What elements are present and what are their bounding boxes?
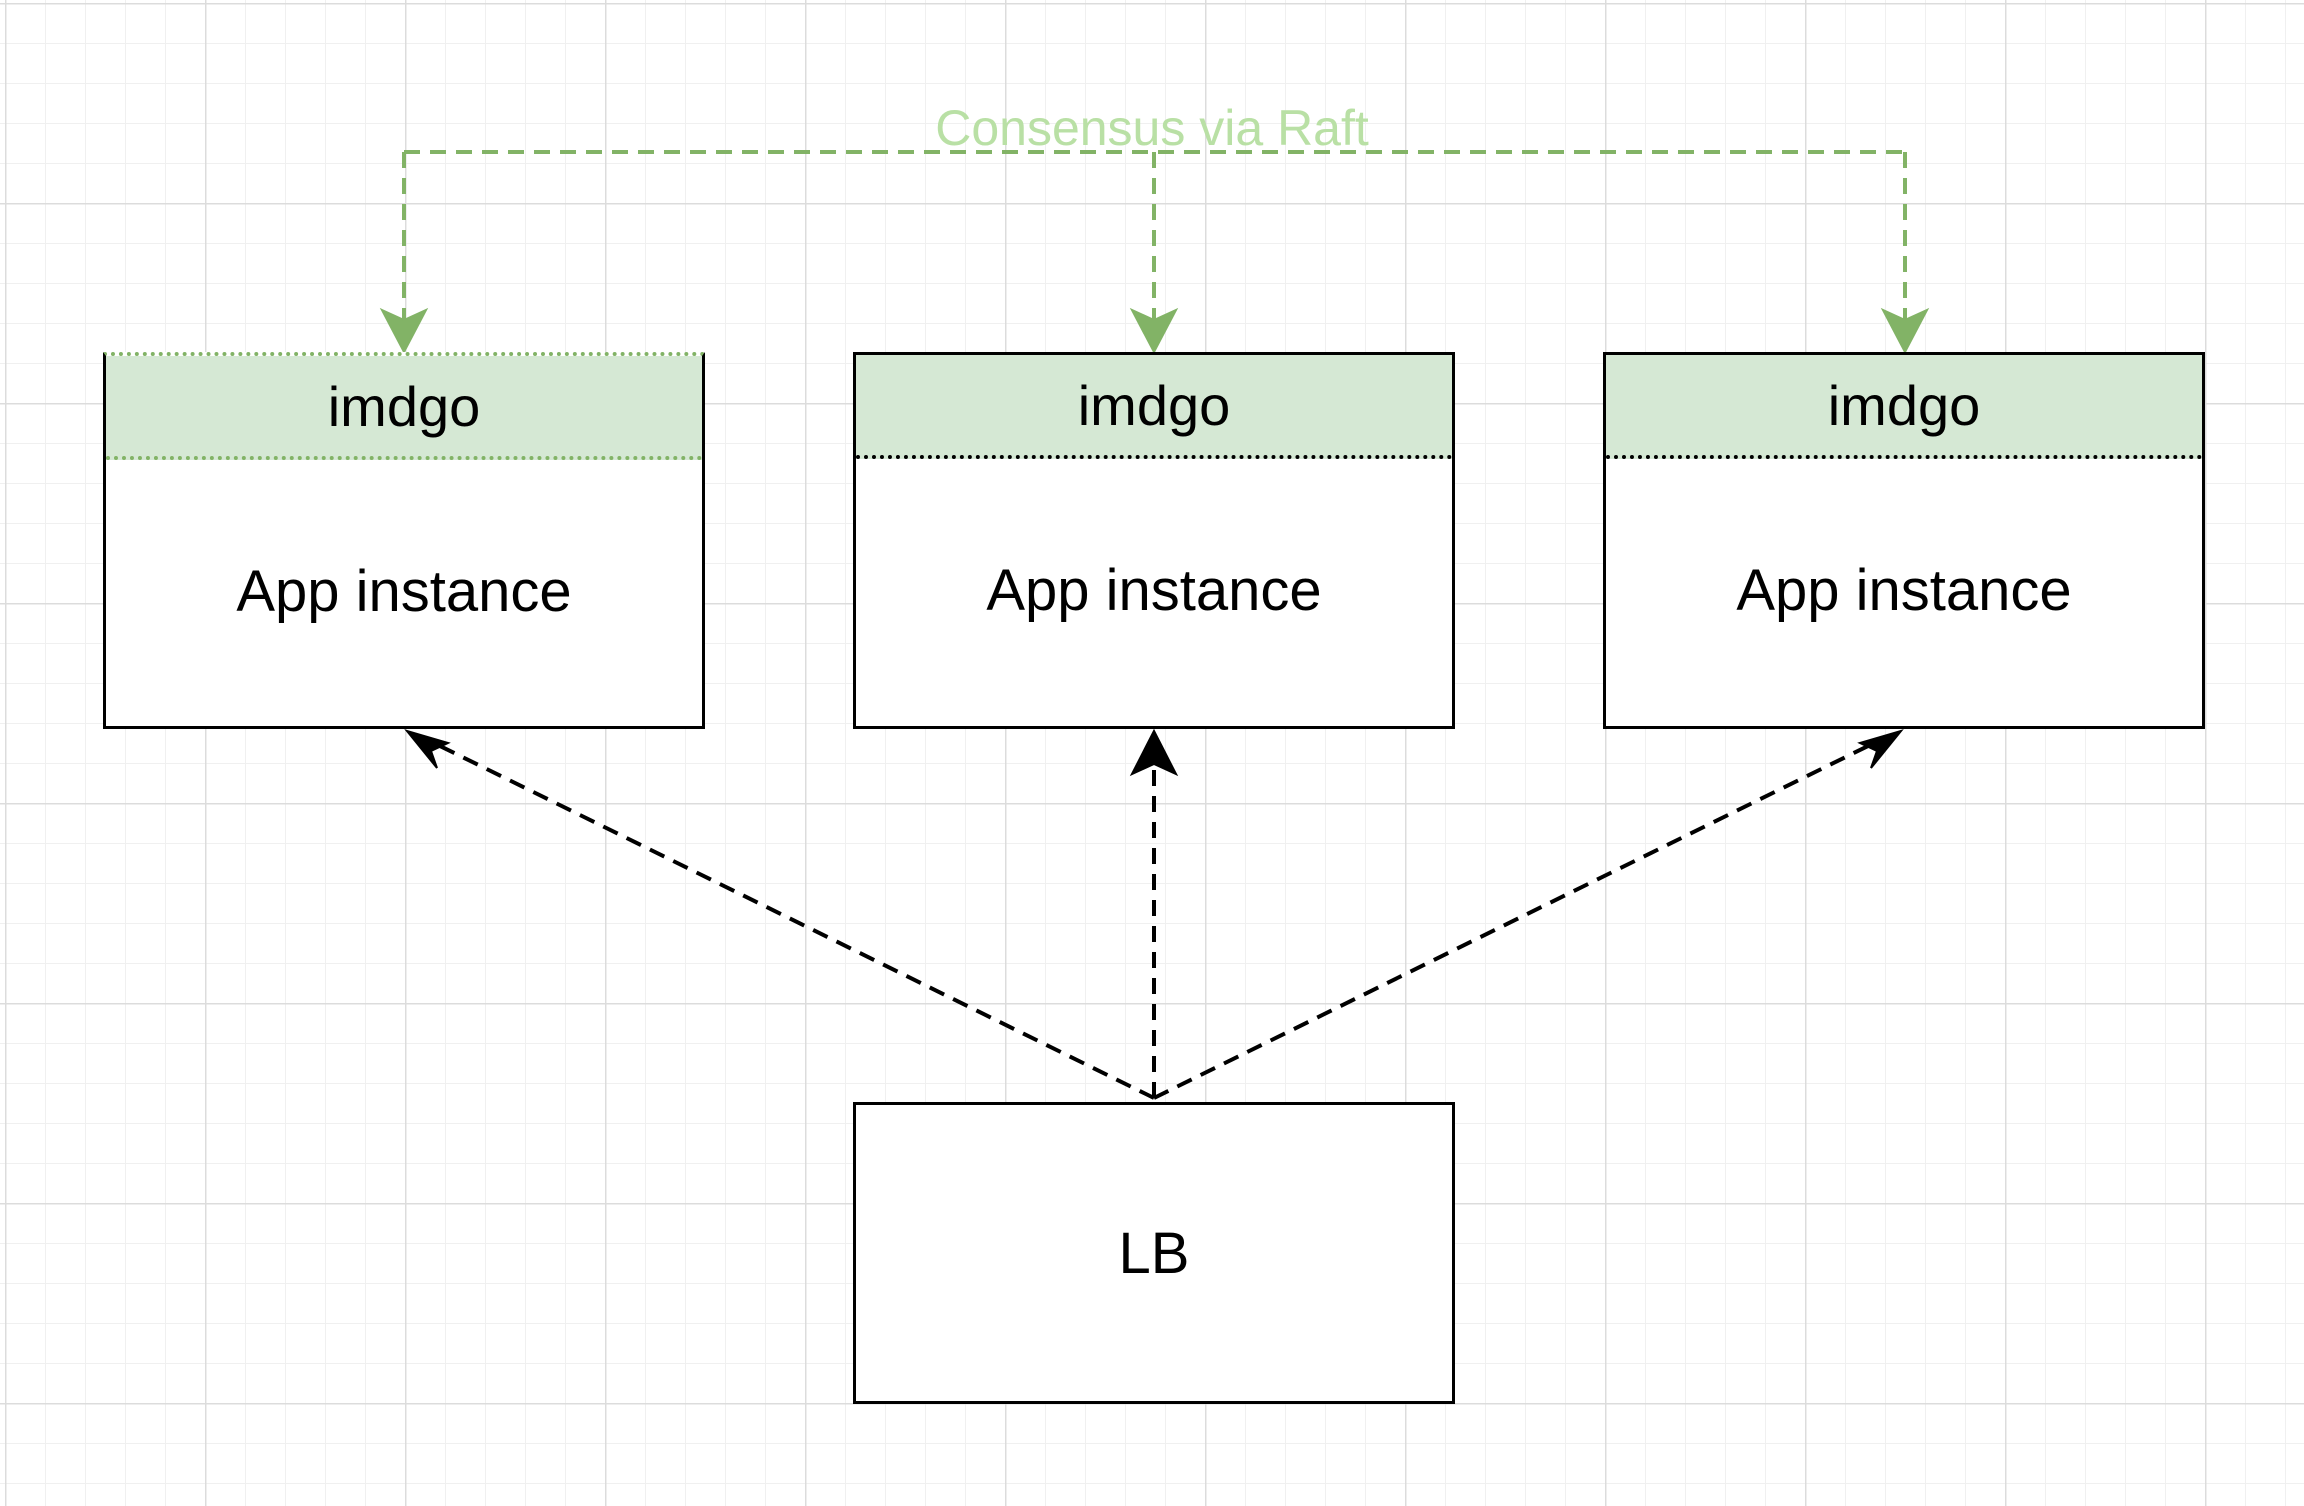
- consensus-arrowhead-node-2: [1129, 307, 1179, 355]
- app-instance-label-1: App instance: [236, 558, 572, 624]
- lb-edge-node-3: [1153, 744, 1869, 1100]
- imdgo-header-2: imdgo: [856, 355, 1452, 459]
- lb-arrowhead-node-3: [1857, 729, 1904, 769]
- app-instance-node-1[interactable]: imdgo App instance: [103, 352, 705, 729]
- consensus-label: Consensus via Raft: [935, 100, 1369, 156]
- lb-arrowhead-node-2: [1129, 728, 1179, 777]
- lb-edge-node-1: [439, 744, 1155, 1100]
- imdgo-header-1: imdgo: [106, 356, 702, 460]
- app-instance-node-3[interactable]: imdgo App instance: [1603, 352, 2205, 729]
- app-instance-node-2[interactable]: imdgo App instance: [853, 352, 1455, 729]
- app-instance-label-2: App instance: [986, 558, 1322, 623]
- consensus-arrowhead-node-3: [1880, 307, 1930, 355]
- lb-arrowhead-node-1: [404, 729, 451, 769]
- lb-node[interactable]: LB: [853, 1102, 1455, 1404]
- consensus-arrowhead-node-1: [379, 307, 429, 355]
- imdgo-header-3: imdgo: [1606, 355, 2202, 459]
- app-instance-label-3: App instance: [1736, 558, 2072, 623]
